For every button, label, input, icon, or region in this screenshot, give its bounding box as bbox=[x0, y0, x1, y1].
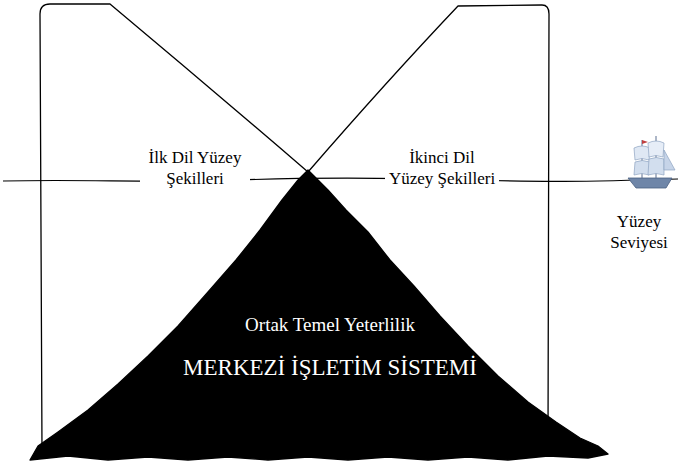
iceberg-title: MERKEZİ İŞLETİM SİSTEMİ bbox=[183, 354, 477, 382]
ship-icon bbox=[628, 136, 675, 188]
surface-line bbox=[3, 178, 678, 181]
region-label: İkinci Dil Yüzey Şekilleri bbox=[385, 148, 499, 189]
region-label: İlk Dil Yüzey Şekilleri bbox=[140, 148, 250, 189]
iceberg-heading: Ortak Temel Yeterlilik bbox=[245, 313, 415, 336]
surface-level-label: Yüzey Seviyesi bbox=[604, 212, 674, 253]
iceberg-shape: Ortak Temel YeterlilikMERKEZİ İŞLETİM Sİ… bbox=[28, 170, 610, 462]
outline-path bbox=[30, 170, 608, 460]
